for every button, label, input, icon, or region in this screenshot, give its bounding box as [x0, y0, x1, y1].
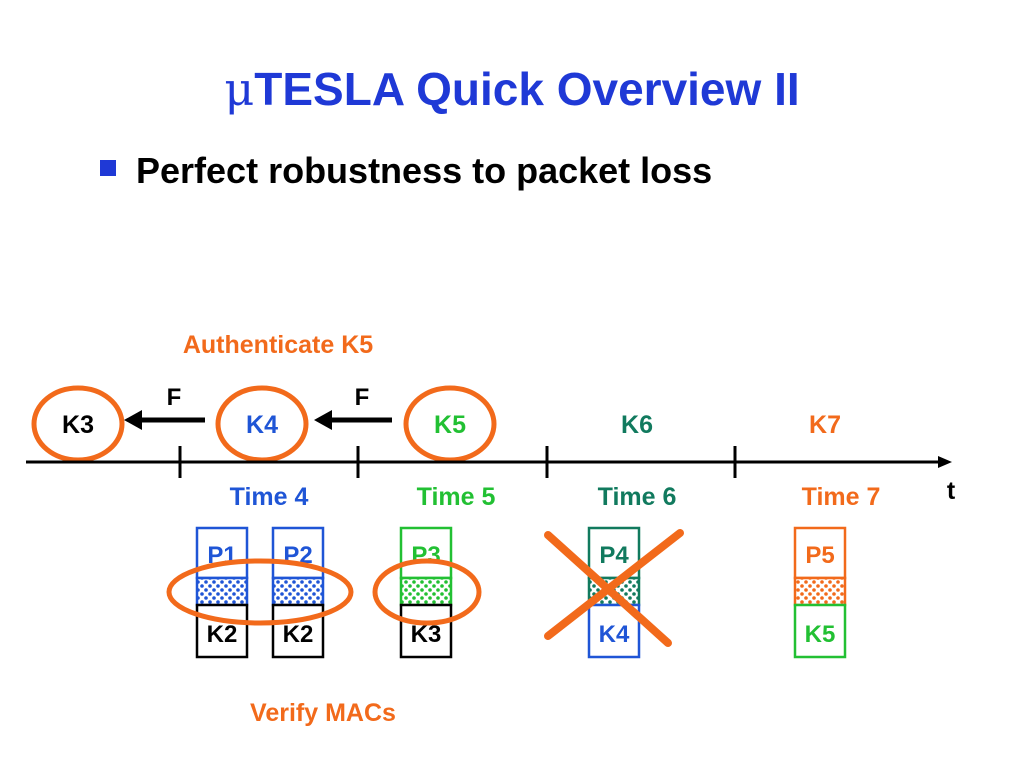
- axis-arrow-icon: [938, 456, 952, 468]
- arrow-left-icon: [314, 410, 332, 430]
- function-label: F: [355, 384, 370, 411]
- disclosed-key-label: K4: [599, 621, 630, 648]
- function-label: F: [167, 384, 182, 411]
- axis-label: t: [947, 477, 956, 505]
- highlight-circle: [403, 385, 497, 463]
- verify-macs-label: Verify MACs: [250, 699, 396, 727]
- packet-p1: P1 K2: [195, 526, 249, 659]
- key-k4: K4: [215, 385, 309, 463]
- mac-field: [195, 576, 249, 607]
- highlight-circle: [215, 385, 309, 463]
- key-k5: K5: [403, 385, 497, 463]
- authenticate-label: Authenticate K5: [183, 331, 373, 359]
- interval-label-time-4: Time 4: [230, 483, 309, 511]
- square-bullet-icon: [100, 160, 116, 176]
- key-k3: K3: [31, 385, 125, 463]
- packet-p3: P3 K3: [399, 526, 453, 659]
- disclosed-key-label: K2: [207, 621, 238, 648]
- disclosed-key-label: K5: [805, 621, 836, 648]
- f-arrow-k4-to-k3: F: [124, 384, 205, 430]
- key-k6: K6: [621, 411, 653, 439]
- mac-field: [399, 576, 453, 607]
- arrow-left-icon: [124, 410, 142, 430]
- f-arrow-k5-to-k4: F: [314, 384, 392, 430]
- packet-label: P3: [411, 542, 440, 569]
- packet-label: P5: [805, 542, 834, 569]
- disclosed-key-label: K2: [283, 621, 314, 648]
- packet-p4: P4 K4: [587, 526, 641, 659]
- time-axis: t: [26, 446, 956, 505]
- verify-mac-circle-p1-p2: [166, 558, 354, 626]
- slide-title: μTESLA Quick Overview II: [0, 62, 1024, 116]
- mu-symbol: μ: [224, 62, 255, 116]
- interval-label-time-7: Time 7: [802, 483, 881, 511]
- slide-title-text: TESLA Quick Overview II: [254, 63, 800, 115]
- key-label: K3: [62, 411, 94, 439]
- key-k7: K7: [809, 411, 841, 439]
- interval-label-time-5: Time 5: [417, 483, 496, 511]
- lost-packet-cross-icon: [544, 529, 684, 647]
- packet-p5: P5 K5: [793, 526, 847, 659]
- mac-field: [793, 576, 847, 607]
- mac-field: [271, 576, 325, 607]
- packet-p2: P2 K2: [271, 526, 325, 659]
- disclosed-key-label: K3: [411, 621, 442, 648]
- packet-label: P4: [599, 542, 629, 569]
- key-label: K4: [246, 411, 278, 439]
- highlight-circle: [31, 385, 125, 463]
- bullet-text: Perfect robustness to packet loss: [136, 150, 713, 191]
- interval-label-time-6: Time 6: [598, 483, 677, 511]
- verify-mac-circle-p3: [372, 558, 482, 626]
- key-label: K5: [434, 411, 466, 439]
